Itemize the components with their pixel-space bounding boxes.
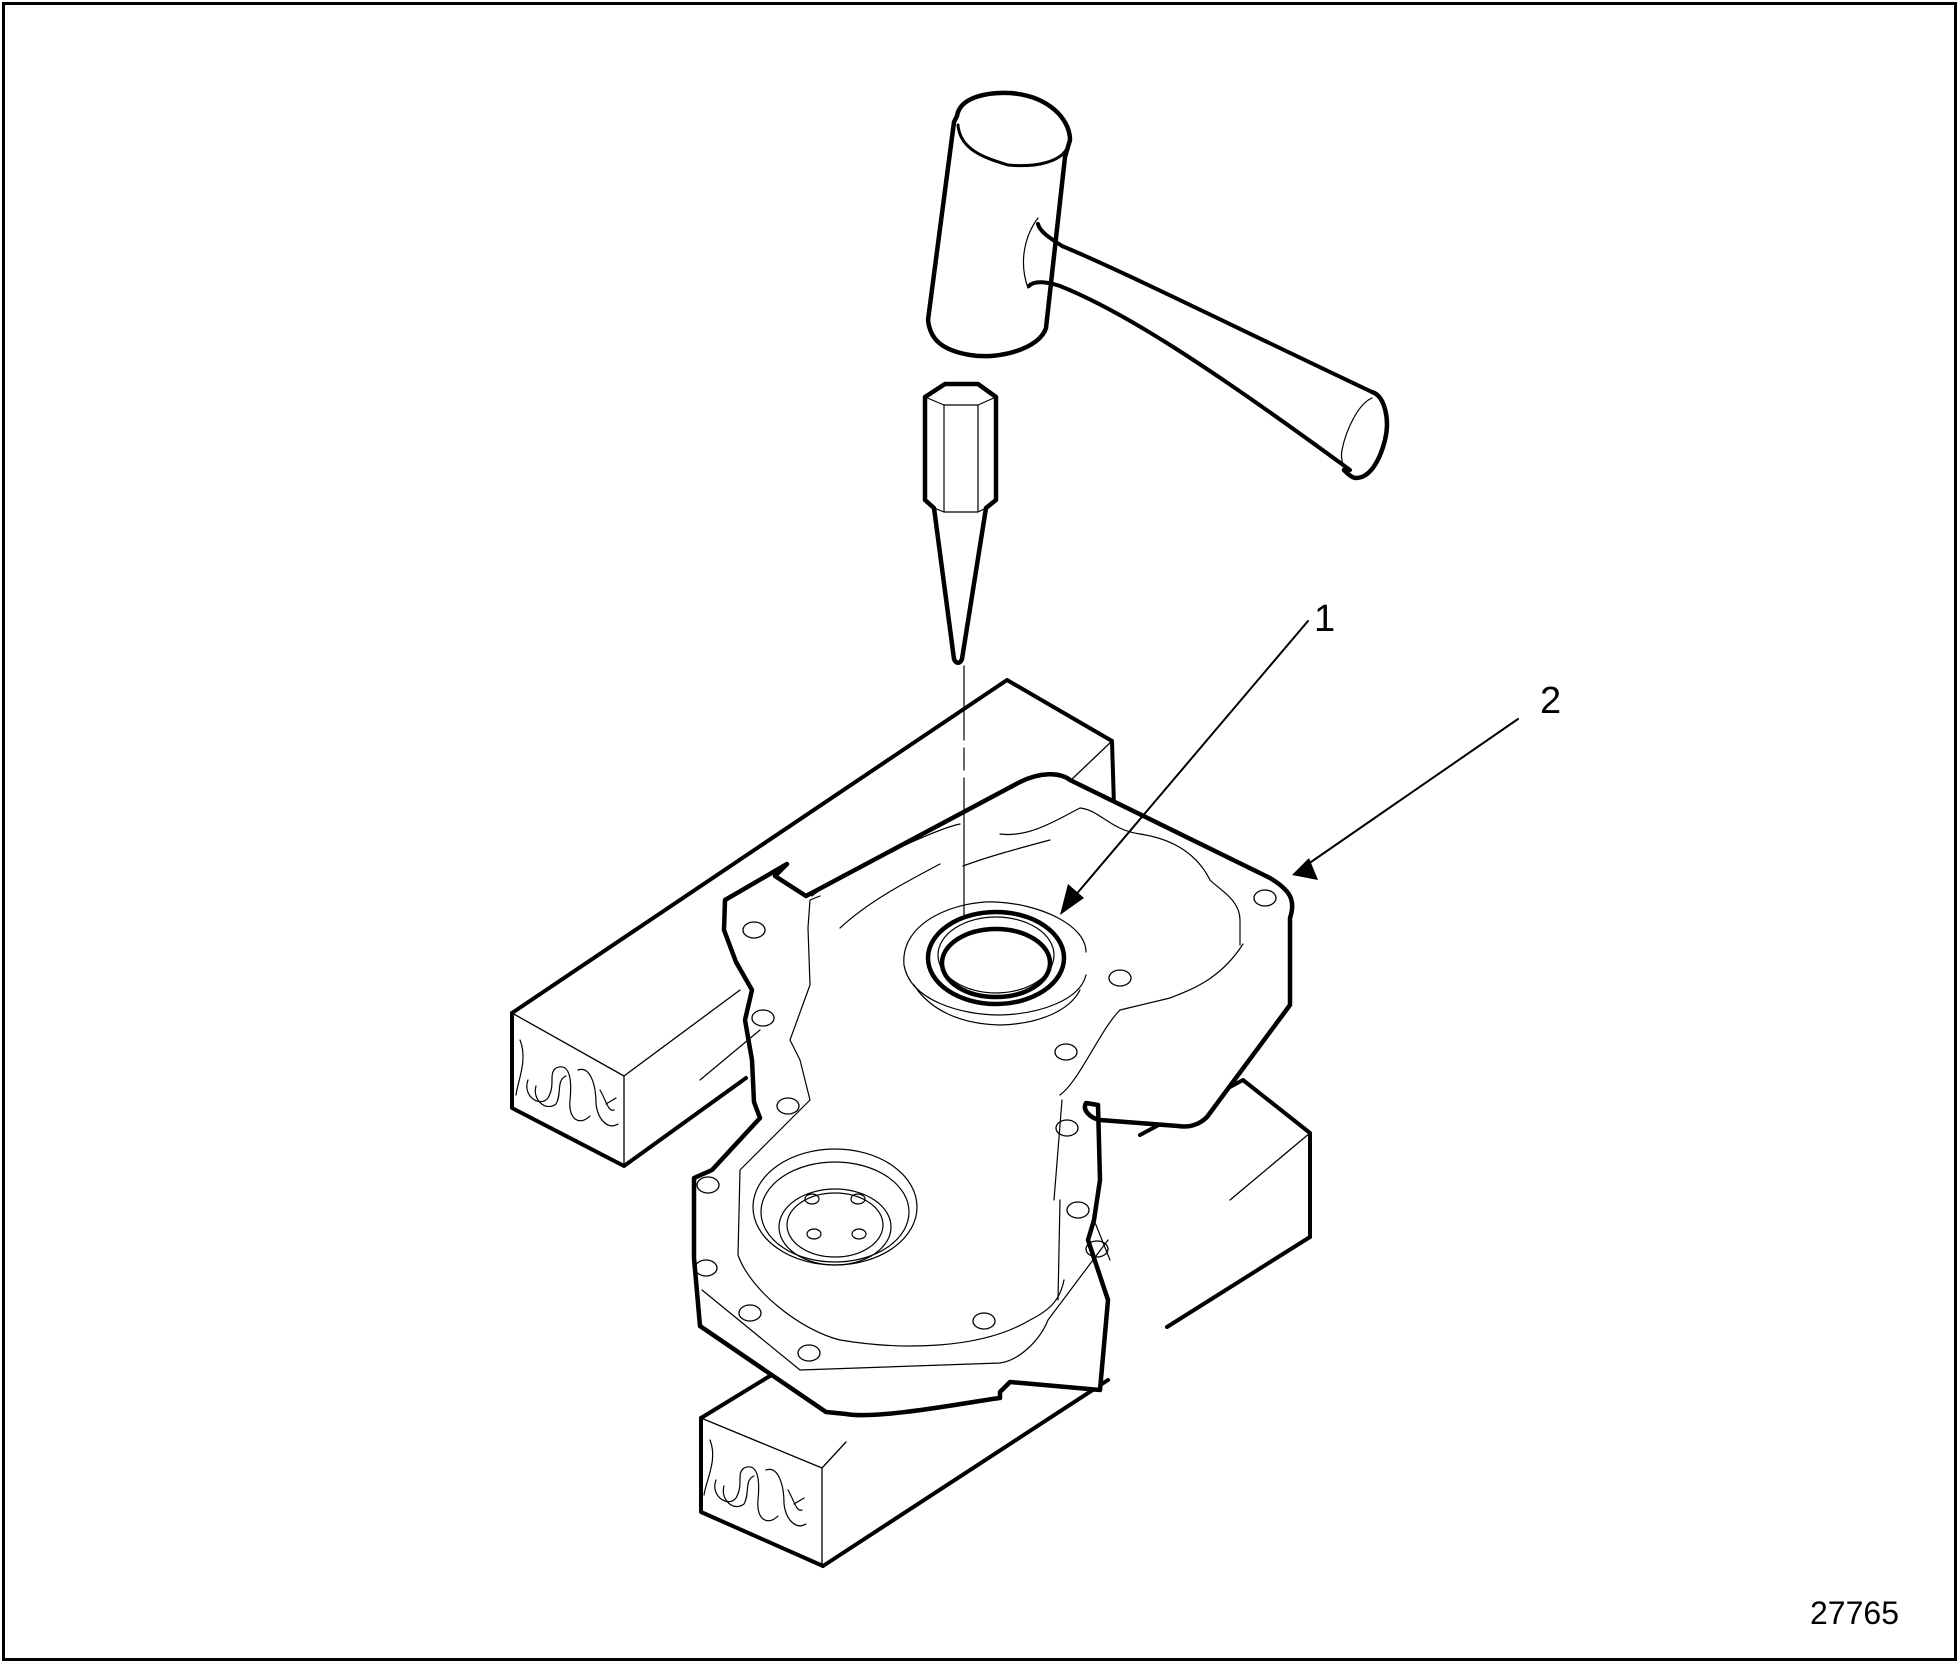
leader-lines (1073, 620, 1519, 898)
figure-number: 27765 (1810, 1595, 1899, 1631)
mallet (925, 90, 1390, 481)
bolt-holes (694, 889, 1277, 1362)
crank-bore (752, 1148, 918, 1266)
arrowhead-2 (1292, 858, 1318, 880)
seal-boss (903, 901, 1087, 1026)
seal-driver-punch (922, 381, 999, 916)
wood-grain-icon (515, 1039, 619, 1127)
wood-block-upper (510, 678, 1116, 1168)
oil-seal (925, 909, 1067, 1007)
arrowhead-1 (1060, 884, 1084, 915)
front-cover (691, 772, 1295, 1418)
callout-1: 1 (1314, 598, 1336, 640)
callout-2: 2 (1540, 680, 1562, 722)
wood-grain-icon (703, 1439, 807, 1527)
